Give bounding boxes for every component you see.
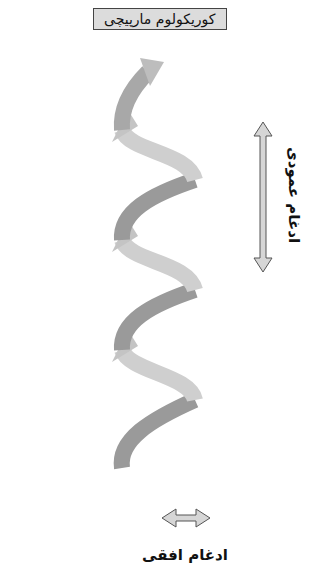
axis-label: ادغام عمودی xyxy=(285,147,303,243)
spiral-front xyxy=(122,180,195,240)
vertical-double-arrow xyxy=(254,122,272,272)
spiral-front xyxy=(122,400,195,468)
spiral-arrowhead xyxy=(140,58,164,86)
spiral-back xyxy=(122,240,195,290)
spiral-front xyxy=(122,72,148,130)
spiral-back xyxy=(122,130,195,180)
axis-label: ادغام افقی xyxy=(142,546,228,564)
spiral-front xyxy=(122,290,195,350)
title-box: کوریکولوم مارپیچی xyxy=(93,8,227,30)
spiral-back xyxy=(122,350,195,400)
horizontal-double-arrow xyxy=(162,509,210,527)
